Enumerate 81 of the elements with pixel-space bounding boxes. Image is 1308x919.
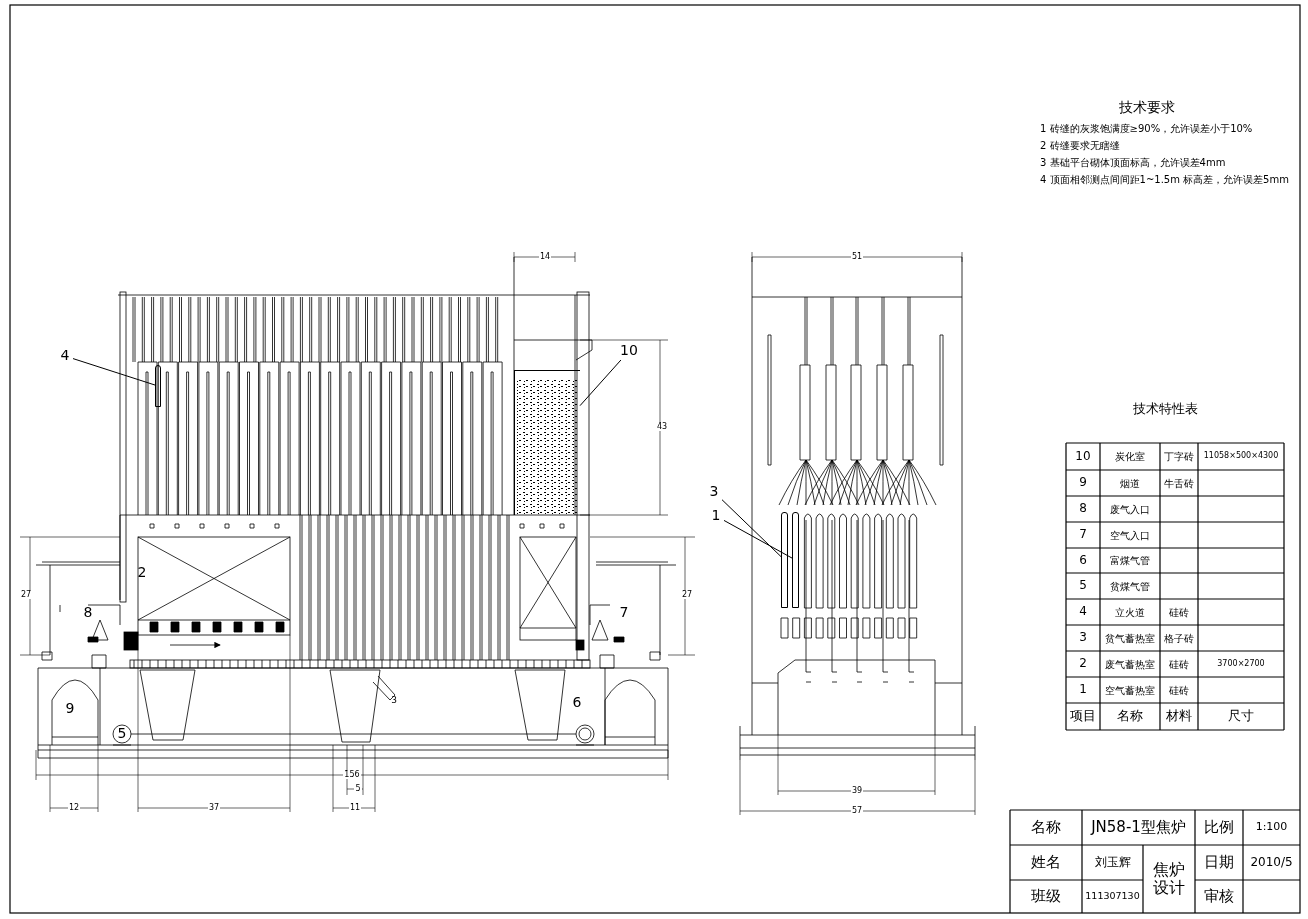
callout-number: 4 — [57, 347, 73, 365]
field-value: 刘玉辉 — [1094, 855, 1131, 870]
dimension-text: 51 — [850, 252, 864, 262]
table-cell: 烟道 — [1120, 477, 1140, 489]
field-label: 审核 — [1204, 888, 1234, 905]
table-cell: 10 — [1075, 449, 1091, 464]
column-header: 材料 — [1166, 709, 1192, 724]
table-cell: 6 — [1079, 553, 1087, 568]
leader-line — [579, 359, 622, 407]
column-header: 项目 — [1070, 709, 1096, 724]
callout-number: 8 — [83, 605, 93, 621]
table-cell: 7 — [1079, 528, 1087, 542]
field-value: JN58-1型焦炉 — [1091, 819, 1186, 836]
field-value: 1:100 — [1255, 821, 1288, 834]
field-label: 比例 — [1204, 819, 1234, 836]
requirement-text: 1 砖缝的灰浆饱满度≥90%，允许误差小于10% — [1040, 123, 1253, 134]
dimension-text: 11 — [348, 803, 362, 813]
dimension-text: 57 — [850, 806, 864, 816]
table-cell: 格子砖 — [1164, 632, 1194, 644]
callout-number: 9 — [65, 701, 75, 717]
leader-line — [72, 358, 156, 386]
table-cell: 3700×2700 — [1217, 659, 1265, 669]
leader-line — [723, 519, 793, 559]
field-label: 姓名 — [1031, 854, 1061, 871]
callout-number: 6 — [572, 695, 582, 711]
column-header: 尺寸 — [1228, 709, 1254, 724]
requirement-text: 3 基础平台砌体顶面标高，允许误差4mm — [1040, 157, 1226, 168]
table-cell: 牛舌砖 — [1164, 477, 1194, 489]
table-cell: 丁字砖 — [1164, 451, 1194, 462]
callout-number: 3 — [391, 696, 397, 706]
table-cell: 炭化室 — [1115, 451, 1145, 462]
regenerator-part — [781, 512, 788, 608]
flue-wall-part — [155, 365, 161, 407]
field-value: 2010/5 — [1250, 855, 1293, 870]
callout-number: 1 — [708, 507, 724, 525]
table-cell: 立火道 — [1115, 606, 1145, 618]
dimension-text: 5 — [354, 784, 362, 794]
table-cell: 11058×500×4300 — [1203, 452, 1279, 461]
dimension-text: 156 — [343, 770, 361, 780]
table-cell: 8 — [1079, 502, 1087, 516]
field-label: 名称 — [1031, 819, 1061, 836]
table-cell: 2 — [1079, 657, 1087, 671]
field-label: 日期 — [1204, 854, 1234, 871]
dimension-text: 14 — [538, 252, 552, 262]
table-cell: 1 — [1079, 683, 1087, 697]
dimension-text: 43 — [655, 422, 669, 432]
table-title: 技术特性表 — [1132, 401, 1198, 417]
requirement-text: 4 顶面相邻测点间间距1~1.5m 标高差，允许误差5mm — [1040, 174, 1289, 185]
table-cell: 9 — [1079, 476, 1087, 490]
field-label: 班级 — [1031, 888, 1061, 905]
dimension-text: 27 — [680, 590, 694, 600]
callout-number: 3 — [706, 483, 722, 501]
table-cell: 5 — [1079, 579, 1087, 593]
table-cell: 3 — [1079, 631, 1087, 645]
regenerator-part — [792, 512, 799, 608]
callout-number: 10 — [618, 342, 640, 360]
leader-line — [721, 499, 782, 558]
coal-charge-area — [514, 370, 580, 515]
heading: 技术要求 — [1119, 100, 1175, 116]
table-cell: 空气入口 — [1110, 529, 1150, 541]
table-cell: 富煤气管 — [1110, 555, 1150, 566]
callout-number: 2 — [137, 565, 147, 581]
dimension-text: 12 — [67, 803, 81, 813]
table-cell: 废气蓄热室 — [1105, 658, 1155, 670]
dimension-text: 39 — [850, 786, 864, 796]
dimension-text: 37 — [207, 803, 221, 813]
table-cell: 硅砖 — [1169, 684, 1189, 696]
table-cell: 贫煤气管 — [1110, 580, 1150, 592]
table-cell: 废气入口 — [1110, 503, 1150, 515]
table-cell: 硅砖 — [1169, 658, 1189, 670]
requirement-text: 2 砖缝要求无瞎缝 — [1040, 140, 1120, 151]
field-value: 焦炉设计 — [1152, 861, 1186, 897]
table-cell: 硅砖 — [1169, 606, 1189, 618]
column-header: 名称 — [1117, 709, 1143, 724]
field-value: 111307130 — [1085, 891, 1140, 902]
callout-number: 7 — [619, 605, 629, 621]
table-cell: 4 — [1079, 605, 1087, 619]
table-cell: 空气蓄热室 — [1105, 684, 1155, 696]
callout-number: 5 — [117, 726, 127, 742]
dimension-text: 27 — [19, 590, 33, 600]
table-cell: 贫气蓄热室 — [1105, 632, 1155, 644]
